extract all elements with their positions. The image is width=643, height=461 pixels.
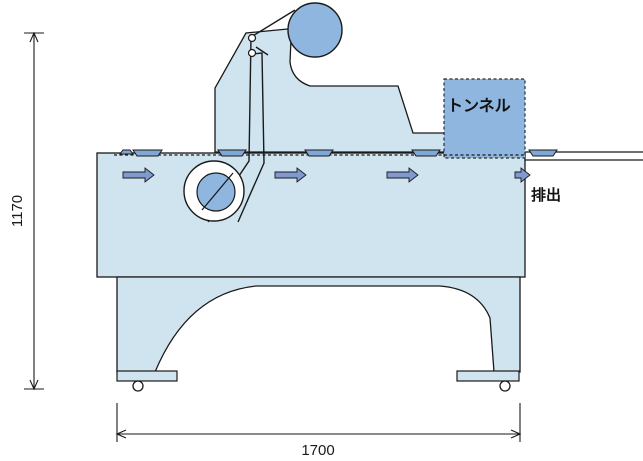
lower-film-roll-spoke [201,172,234,211]
lower-stand [116,276,521,373]
flow-arrow [122,167,155,183]
guide-roller-2 [247,48,257,58]
width-dimension-label: 1700 [301,442,334,459]
height-dimension-label: 1170 [9,195,26,227]
tray [132,149,163,157]
base-plate-right [456,370,520,382]
height-dimension [24,31,44,391]
flow-arrow-list [122,167,531,183]
guide-roller-1 [247,33,257,43]
flow-arrow [514,167,531,183]
tray-list [119,149,558,157]
tray [119,149,134,155]
caster-wheel-right [499,380,511,392]
top-film-roll [287,2,343,58]
discharge-label: 排出 [531,186,561,204]
tunnel-box [443,78,526,159]
main-body [96,152,526,278]
tray [304,149,334,157]
tray [217,149,247,157]
tray [528,149,558,157]
flow-arrow [386,167,419,183]
tray [411,149,441,157]
base-plate-left [116,370,178,382]
tunnel-label: トンネル [447,96,511,115]
caster-wheel-left [132,380,144,392]
lower-film-roll-inner [196,172,236,212]
flow-arrow [274,167,307,183]
width-dimension [115,403,522,442]
